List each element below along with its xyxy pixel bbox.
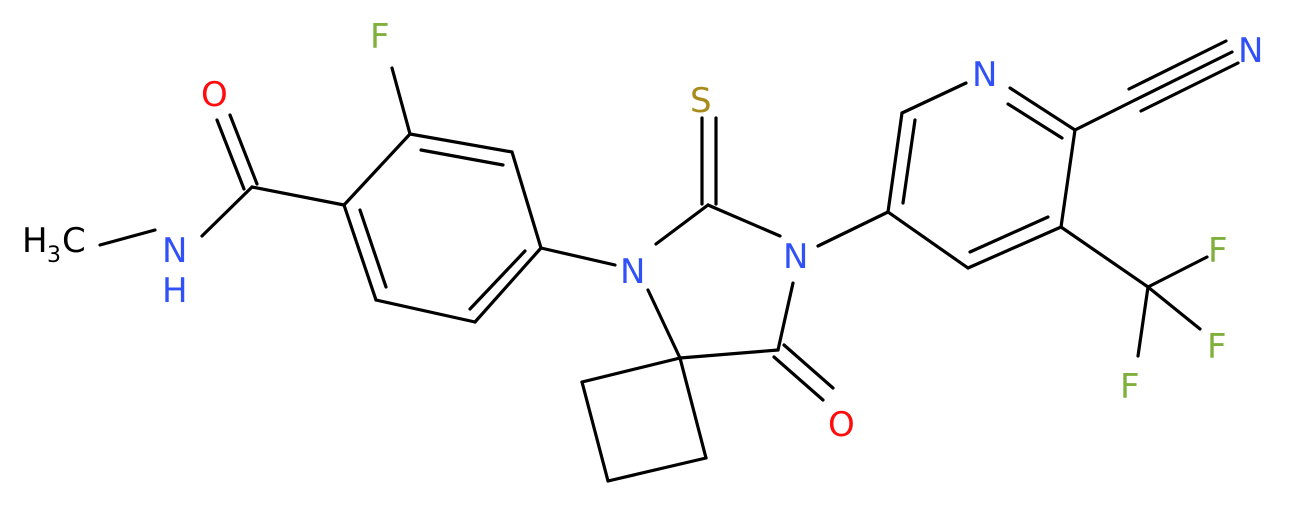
bond-keto-b — [782, 343, 835, 390]
bond-nitrile-single — [1073, 98, 1137, 132]
atom-o-keto: O — [828, 405, 855, 445]
atom-n-nitrile: N — [1238, 31, 1263, 71]
bond-nitrile-triple-b — [1127, 39, 1228, 91]
bond-keto-a — [772, 355, 825, 402]
bond-carbonyl-double-b — [215, 118, 246, 191]
bond-nspiro-cs — [654, 203, 710, 246]
bond-ring-5-6 — [374, 298, 477, 324]
bond-pyr-5-1 — [886, 210, 970, 270]
atom-n-pyridine: N — [972, 55, 997, 95]
atom-h-amide: H — [162, 271, 188, 311]
bond-ring-2-3-inner — [419, 148, 505, 167]
bond-pyr-4-5 — [966, 225, 1063, 270]
bond-ring-nspiro — [539, 246, 617, 267]
atom-n-amide: N — [162, 231, 187, 271]
atom-o-amide: O — [201, 75, 228, 115]
bond-cf3-f2 — [1146, 285, 1202, 331]
bond-pyr-1-2 — [886, 111, 904, 214]
bond-nimide-cketo — [776, 281, 795, 352]
bond-ring-cf3 — [1059, 225, 1150, 289]
bond-cb-2 — [580, 380, 610, 483]
atom-f3: F — [1120, 367, 1140, 407]
bond-n-carbonyl — [200, 185, 254, 238]
atom-f1: F — [1208, 231, 1228, 271]
atom-labels: O F N H H 3 C S N N O N N F F F — [22, 17, 1263, 445]
atom-s-thione: S — [690, 81, 712, 121]
atom-n-spiro: N — [620, 252, 645, 292]
bond-ring-6-1-inner — [358, 208, 388, 289]
bond-pyr-1-2-inner — [901, 118, 917, 205]
bond-pyr-n-3-inner — [1006, 102, 1064, 140]
atom-f-aryl: F — [370, 17, 390, 57]
bond-pyr-4-5-inner — [968, 215, 1050, 254]
bond-cb-1 — [580, 356, 682, 384]
bond-c-f — [390, 66, 412, 136]
bond-cketo-spiro — [678, 348, 780, 360]
atom-methyl-c: C — [62, 221, 86, 261]
atom-methyl-h: H — [22, 221, 48, 261]
bond-pyr-n-3 — [1008, 86, 1077, 132]
bond-ring-3-4 — [510, 150, 543, 250]
bond-ring-4-5 — [473, 246, 543, 324]
bond-cf3-f3 — [1136, 285, 1150, 358]
bond-cb-4 — [678, 356, 708, 460]
bond-ring-4-5-inner — [468, 249, 527, 311]
bond-pyr-2-n — [900, 81, 968, 115]
bond-cb-3 — [606, 456, 708, 483]
atom-n-imide: N — [783, 237, 808, 277]
bond-carbonyl-double-a — [228, 113, 259, 186]
bond-cs-nimide — [706, 203, 782, 238]
bond-carbonyl-ring — [250, 185, 346, 207]
bond-ring-2-3 — [408, 132, 514, 154]
bond-ring-6-1 — [342, 203, 378, 302]
bond-ring-1-2 — [342, 132, 412, 207]
bond-nitrile-triple-a — [1133, 50, 1234, 102]
bond-spiro-nspiro — [646, 288, 682, 360]
bond-nitrile-triple-c — [1139, 61, 1240, 113]
bond-methyl-n — [98, 228, 157, 247]
bond-nimide-pyr — [816, 210, 890, 248]
atom-methyl-subscript: 3 — [47, 243, 61, 268]
bonds — [98, 39, 1240, 483]
atom-f2: F — [1207, 327, 1227, 367]
bond-pyr-3-4 — [1059, 128, 1077, 229]
bond-cf3-f1 — [1146, 255, 1209, 289]
